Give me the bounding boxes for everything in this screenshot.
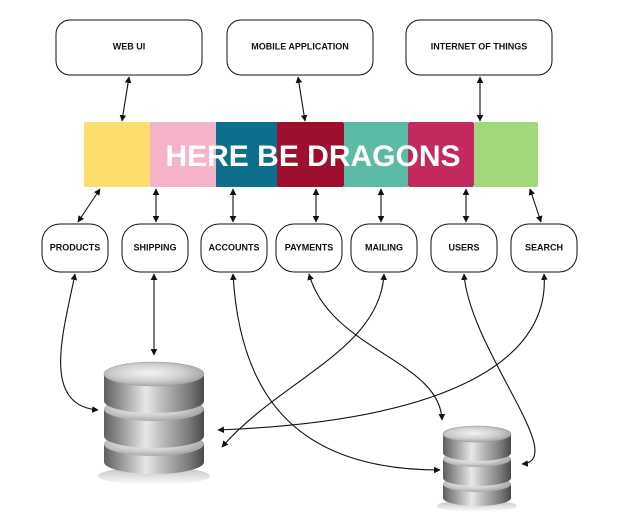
client-box-web-ui: WEB UI bbox=[55, 19, 203, 76]
edge-products bbox=[77, 188, 101, 223]
client-box-internet-of-things: INTERNET OF THINGS bbox=[405, 19, 553, 76]
edge-products-db bbox=[60, 273, 99, 413]
service-payments: PAYMENTS bbox=[275, 223, 343, 273]
banner-block-5 bbox=[408, 122, 474, 187]
service-search: SEARCH bbox=[510, 223, 578, 273]
service-label: MAILING bbox=[365, 242, 403, 252]
service-label: PAYMENTS bbox=[285, 242, 334, 252]
edge-accounts-db2 bbox=[230, 273, 441, 474]
dragons-banner: HERE BE DRAGONS bbox=[84, 122, 538, 187]
client-box-mobile-application: MOBILE APPLICATION bbox=[226, 19, 374, 76]
service-label: SEARCH bbox=[525, 242, 563, 252]
service-label: ACCOUNTS bbox=[209, 242, 260, 252]
edge-mailing-db1 bbox=[221, 273, 387, 448]
service-label: SHIPPING bbox=[133, 242, 176, 252]
client-connectors bbox=[119, 76, 484, 122]
service-label: PRODUCTS bbox=[50, 242, 101, 252]
banner-block-4 bbox=[344, 122, 408, 187]
banner-block-1 bbox=[150, 122, 216, 187]
edge-mobile bbox=[295, 76, 308, 122]
banner-block-3 bbox=[277, 122, 344, 187]
client-label: MOBILE APPLICATION bbox=[251, 41, 349, 51]
client-label: INTERNET OF THINGS bbox=[431, 41, 528, 51]
banner-text: HERE BE DRAGONS bbox=[165, 140, 460, 173]
banner-block-0 bbox=[84, 122, 150, 187]
service-shipping: SHIPPING bbox=[121, 223, 189, 273]
edge-search bbox=[528, 188, 543, 223]
client-label: WEB UI bbox=[113, 41, 146, 51]
edge-search-db1 bbox=[217, 273, 548, 434]
service-accounts: ACCOUNTS bbox=[200, 223, 268, 273]
service-mailing: MAILING bbox=[350, 223, 418, 273]
database-connectors bbox=[60, 273, 548, 474]
service-users: USERS bbox=[430, 223, 498, 273]
service-label: USERS bbox=[448, 242, 479, 252]
service-products: PRODUCTS bbox=[41, 223, 109, 273]
database-icon bbox=[98, 361, 210, 485]
edge-payments-db2 bbox=[307, 273, 446, 421]
database-icon bbox=[437, 425, 517, 512]
banner-block-6 bbox=[474, 122, 538, 187]
service-connectors bbox=[77, 188, 543, 223]
banner-block-2 bbox=[216, 122, 282, 187]
edge-web-ui bbox=[119, 76, 132, 122]
